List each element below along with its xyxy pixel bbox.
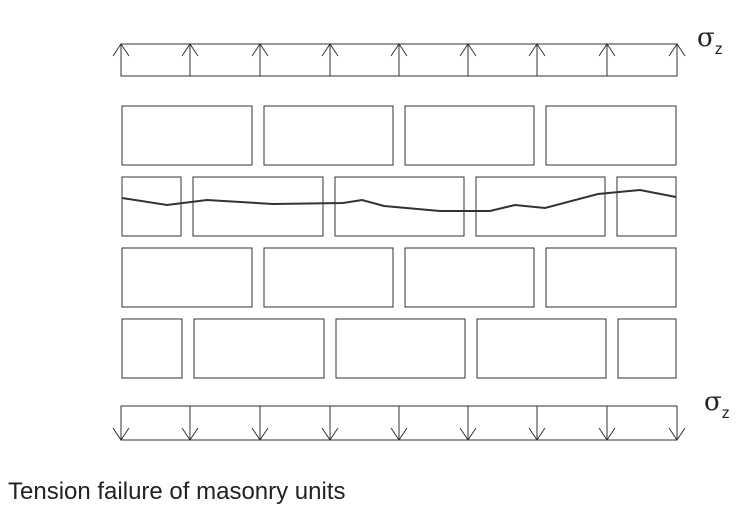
masonry-unit	[121, 105, 253, 166]
down-arrow	[668, 406, 686, 441]
up-arrow	[181, 43, 199, 76]
down-arrow	[598, 406, 616, 441]
up-arrow	[459, 43, 477, 76]
down-arrow	[251, 406, 269, 441]
top-stress-label: σz	[697, 23, 723, 58]
up-arrow	[668, 43, 686, 76]
masonry-unit	[475, 176, 606, 237]
down-arrow	[390, 406, 408, 441]
masonry-unit	[335, 318, 466, 379]
masonry-unit	[404, 247, 535, 308]
masonry-tension-diagram: σz	[112, 23, 730, 441]
masonry-unit	[263, 247, 394, 308]
top-stress-arrows	[112, 43, 686, 77]
masonry-unit	[193, 318, 325, 379]
up-arrow	[251, 43, 269, 76]
up-arrow	[390, 43, 408, 76]
down-arrow	[459, 406, 477, 441]
figure-caption: Tension failure of masonry units	[8, 478, 346, 505]
masonry-unit	[404, 105, 535, 166]
down-arrow	[321, 406, 339, 441]
up-arrow	[528, 43, 546, 76]
masonry-unit	[192, 176, 324, 237]
masonry-unit	[121, 247, 253, 308]
bottom-stress-arrows	[112, 405, 686, 441]
masonry-wall	[121, 105, 677, 379]
masonry-unit	[616, 176, 677, 237]
down-arrow	[181, 406, 199, 441]
down-arrow	[112, 406, 130, 441]
up-arrow	[598, 43, 616, 76]
masonry-unit	[617, 318, 677, 379]
crack-line	[121, 188, 677, 212]
masonry-unit	[545, 105, 677, 166]
masonry-unit	[263, 105, 394, 166]
masonry-unit	[334, 176, 465, 237]
up-arrow	[321, 43, 339, 76]
down-arrow	[528, 406, 546, 441]
masonry-unit	[476, 318, 607, 379]
masonry-unit	[545, 247, 677, 308]
bottom-stress-label: σz	[704, 387, 730, 422]
masonry-unit	[121, 176, 182, 237]
up-arrow	[112, 43, 130, 76]
masonry-unit	[121, 318, 183, 379]
